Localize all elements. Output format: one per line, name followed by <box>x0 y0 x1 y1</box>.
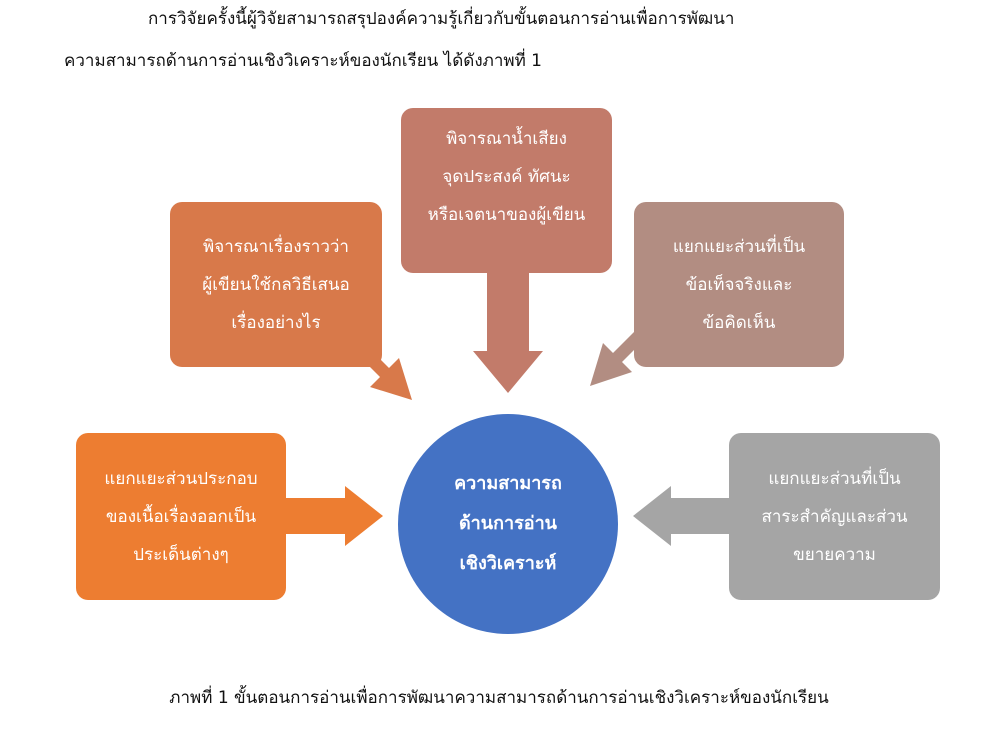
box-upper-right-line-2: ข้อเท็จจริงและ <box>685 274 793 295</box>
figure-caption: ภาพที่ 1 ขั้นตอนการอ่านเพื่อการพัฒนาความ… <box>169 688 829 708</box>
box-upper-left-line-3: เรื่องอย่างไร <box>231 312 321 333</box>
box-right: แยกแยะส่วนที่เป็น สาระสำคัญและส่วน ขยายค… <box>729 433 940 600</box>
box-top-line-1: พิจารณาน้ำเสียง <box>446 128 567 149</box>
center-line-3: เชิงวิเคราะห์ <box>459 553 557 574</box>
box-upper-left: พิจารณาเรื่องราวว่า ผู้เขียนใช้กลวิธีเสน… <box>170 202 382 367</box>
box-upper-right: แยกแยะส่วนที่เป็น ข้อเท็จจริงและ ข้อคิดเ… <box>634 202 844 367</box>
box-top: พิจารณาน้ำเสียง จุดประสงค์ ทัศนะ หรือเจต… <box>401 108 612 273</box>
box-right-line-2: สาระสำคัญและส่วน <box>761 506 908 527</box>
arrow-from-upper-right <box>590 332 664 386</box>
center-circle: ความสามารถ ด้านการอ่าน เชิงวิเคราะห์ <box>398 414 618 634</box>
box-upper-right-line-3: ข้อคิดเห็น <box>702 312 776 333</box>
box-left-line-3: ประเด็นต่างๆ <box>133 544 229 565</box>
box-left-line-2: ของเนื้อเรื่องออกเป็น <box>105 506 257 527</box>
intro-line-2: ความสามารถด้านการอ่านเชิงวิเคราะห์ของนัก… <box>64 51 543 71</box>
box-right-line-3: ขยายความ <box>793 544 876 565</box>
arrow-from-right <box>633 486 729 546</box>
center-line-1: ความสามารถ <box>454 473 562 494</box>
center-line-2: ด้านการอ่าน <box>458 513 557 534</box>
box-upper-left-line-1: พิจารณาเรื่องราวว่า <box>203 236 349 257</box>
arrow-from-left <box>286 486 383 546</box>
box-left: แยกแยะส่วนประกอบ ของเนื้อเรื่องออกเป็น ป… <box>76 433 286 600</box>
arrow-from-upper-left <box>338 347 412 400</box>
intro-line-1: การวิจัยครั้งนี้ผู้วิจัยสามารถสรุปองค์คว… <box>148 9 735 29</box>
box-upper-right-line-1: แยกแยะส่วนที่เป็น <box>672 236 806 257</box>
box-top-line-2: จุดประสงค์ ทัศนะ <box>442 166 571 187</box>
box-left-line-1: แยกแยะส่วนประกอบ <box>104 468 258 489</box>
box-top-line-3: หรือเจตนาของผู้เขียน <box>427 204 586 225</box>
arrow-from-top <box>473 273 543 393</box>
box-right-line-1: แยกแยะส่วนที่เป็น <box>768 468 901 489</box>
box-upper-left-line-2: ผู้เขียนใช้กลวิธีเสนอ <box>202 274 350 295</box>
